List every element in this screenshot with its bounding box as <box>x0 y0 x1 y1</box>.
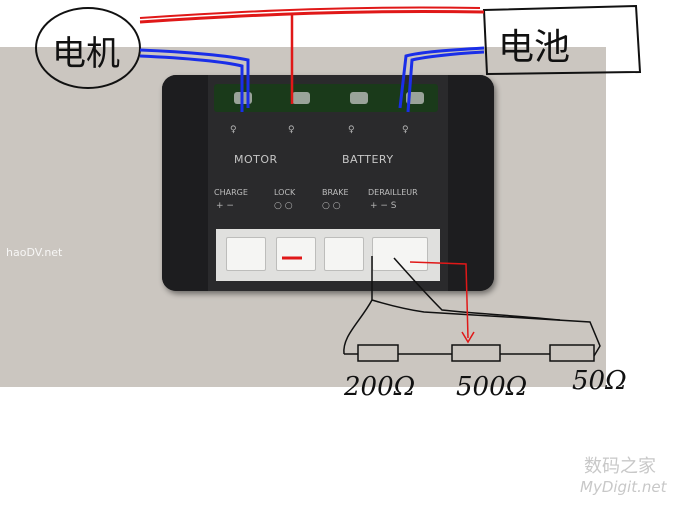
resistor-2-value: 500Ω <box>456 372 528 402</box>
brake-label: BRAKE <box>322 188 349 197</box>
pin-markers: ○ ○ <box>274 201 293 211</box>
pin-markers: + − <box>216 201 234 211</box>
pin-markers: + − S <box>370 201 397 211</box>
circuit-wire <box>393 257 561 321</box>
resistor-1-value: 200Ω <box>344 372 416 402</box>
resistor-3 <box>549 344 595 362</box>
controller-box: ♀ ♀ ♀ ♀ MOTOR BATTERY CHARGE LOCK BRAKE … <box>162 75 494 291</box>
plus-symbol: ♀ <box>402 125 409 135</box>
motor-circle <box>35 7 141 89</box>
motor-label: MOTOR <box>234 153 278 166</box>
plus-symbol: ♀ <box>288 125 295 135</box>
blue-wire <box>139 54 244 112</box>
charge-label: CHARGE <box>214 188 248 197</box>
resistor-2 <box>451 344 501 362</box>
pin-markers: ○ ○ <box>322 201 341 211</box>
resistor-3-value: 50Ω <box>572 366 627 396</box>
battery-box <box>482 4 642 76</box>
motor-handwriting: 电机 <box>52 34 120 74</box>
red-arrow <box>409 261 469 339</box>
lock-label: LOCK <box>274 188 296 197</box>
battery-handwriting: 电池 <box>498 27 571 68</box>
red-wire <box>139 6 481 19</box>
lock-connector <box>276 237 316 271</box>
brake-connector <box>324 237 364 271</box>
resistor-1 <box>357 344 399 362</box>
blue-wire <box>139 48 250 108</box>
solder-terminal <box>292 92 310 104</box>
blue-wire <box>398 46 485 109</box>
minus-symbol: ♀ <box>348 125 355 135</box>
blue-wire <box>406 50 485 113</box>
left-side-rail <box>162 75 208 291</box>
solder-terminal <box>350 92 368 104</box>
charge-connector <box>226 237 266 271</box>
corner-watermark-cn: 数码之家 <box>584 456 656 477</box>
minus-symbol: ♀ <box>230 125 237 135</box>
corner-watermark-en: MyDigit.net <box>580 478 667 496</box>
left-watermark: haoDV.net <box>6 246 63 259</box>
derailleur-label: DERAILLEUR <box>368 188 418 197</box>
arrow-head <box>461 331 475 344</box>
battery-label: BATTERY <box>342 153 394 166</box>
circuit-wire <box>371 256 601 357</box>
circuit-wire <box>343 299 373 355</box>
right-side-rail <box>448 75 494 291</box>
red-wire <box>139 9 485 24</box>
